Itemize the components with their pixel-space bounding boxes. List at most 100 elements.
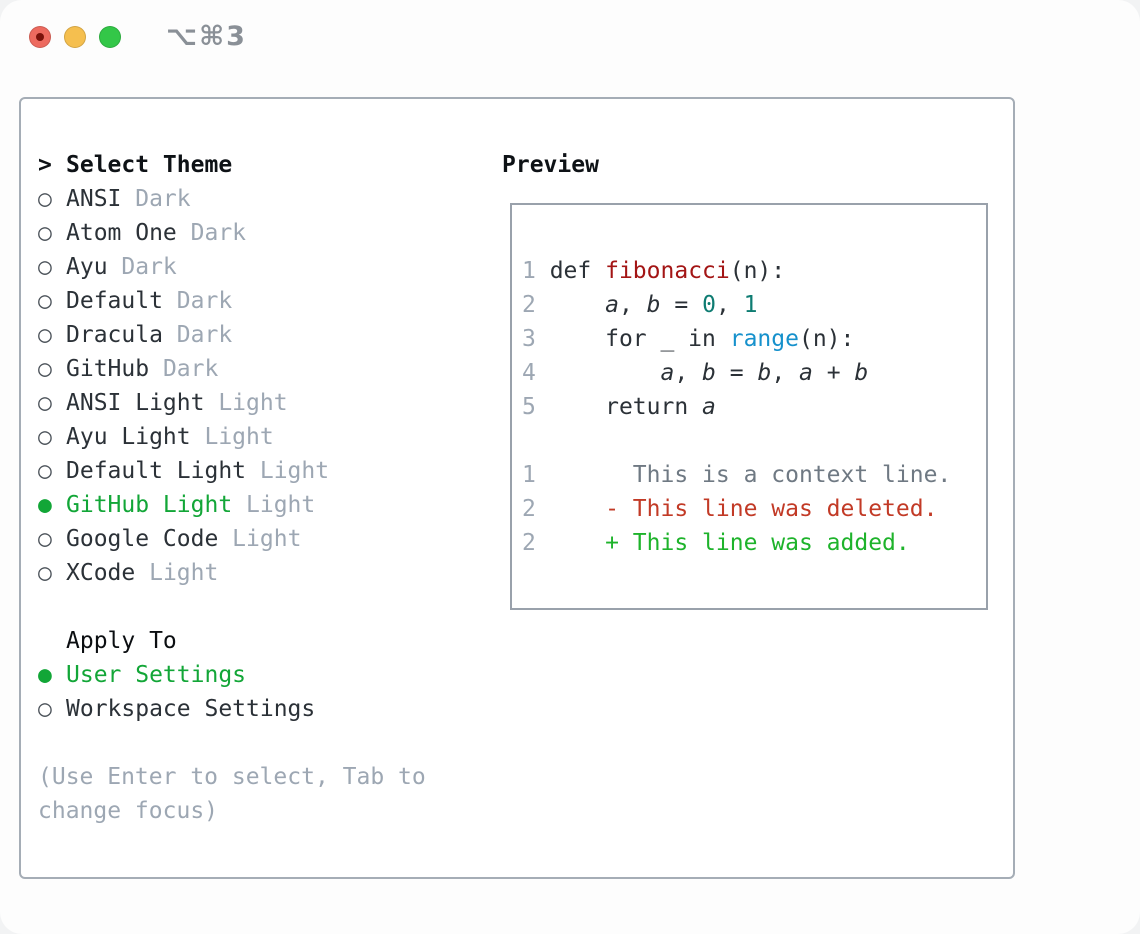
radio-icon: ○ (38, 526, 52, 552)
code-token-number: 0 (702, 292, 716, 318)
window-title: ⌥⌘3 (166, 21, 247, 52)
theme-menu: >Select Theme ○ANSI Dark○Atom One Dark○A… (38, 148, 488, 828)
code-token-variable: a (660, 360, 675, 386)
code-token-function: fibonacci (605, 258, 730, 284)
code-token-plain: (n): (729, 258, 786, 284)
theme-option-ayu[interactable]: ○ Ayu Dark (38, 250, 488, 284)
radio-icon: ○ (38, 458, 52, 484)
radio-selected-icon: ● (38, 492, 52, 518)
traffic-light-minimize-button[interactable] (64, 26, 86, 48)
code-token-number: 1 (743, 292, 758, 318)
code-line: 5 return a (522, 390, 986, 424)
code-token-added: + This line was added. (535, 530, 910, 556)
code-token-plain: , (771, 360, 800, 386)
theme-option-default[interactable]: ○Default Dark (38, 284, 488, 318)
radio-selected-icon: ● (38, 662, 52, 688)
code-token-variable: b (757, 360, 772, 386)
theme-name: Dracula (66, 322, 163, 348)
apply-option-workspace-settings[interactable]: ○Workspace Settings (38, 692, 488, 726)
theme-variant: Dark (107, 254, 177, 280)
theme-name: ANSI Light (66, 390, 205, 416)
preview-heading: Preview (502, 152, 599, 178)
theme-option-google-code[interactable]: ○ Google Code Light (38, 522, 488, 556)
code-token-variable: a (799, 360, 813, 386)
select-theme-heading: > Select Theme (38, 148, 488, 182)
apply-option-label: User Settings (66, 662, 247, 688)
theme-name: GitHub (66, 356, 150, 382)
code-token-plain: (n): (798, 326, 855, 352)
traffic-light-close-button[interactable] (29, 26, 51, 48)
line-number: 2 (522, 530, 536, 556)
line-number: 1 (522, 258, 536, 284)
apply-to-heading: Apply To (38, 624, 488, 658)
radio-icon: ○ (38, 254, 52, 280)
theme-option-atom-one[interactable]: ○Atom One Dark (38, 216, 488, 250)
select-theme-heading-label: Select Theme (66, 152, 233, 178)
theme-variant: Light (246, 458, 330, 484)
code-token-plain: for _ in (535, 326, 730, 352)
theme-option-xcode[interactable]: ○ XCode Light (38, 556, 488, 590)
theme-name: ANSI (66, 186, 122, 212)
radio-icon: ○ (38, 186, 52, 212)
code-token-plain: def (535, 258, 606, 284)
line-number: 1 (522, 462, 536, 488)
title-bar: ⌥⌘3 (0, 0, 1140, 74)
code-token-builtin: range (729, 326, 799, 352)
theme-variant: Light (135, 560, 219, 586)
line-number: 3 (522, 326, 536, 352)
traffic-light-zoom-button[interactable] (99, 26, 121, 48)
code-token-plain: return (535, 394, 703, 420)
theme-name: XCode (66, 560, 136, 586)
apply-option-label: Workspace Settings (66, 696, 316, 722)
radio-icon: ○ (38, 220, 52, 246)
code-line: 1 def fibonacci(n): (522, 254, 986, 288)
theme-option-github[interactable]: ○GitHub Dark (38, 352, 488, 386)
theme-option-ansi-light[interactable]: ○ ANSI Light Light (38, 386, 488, 420)
code-token-variable: b (646, 292, 661, 318)
radio-icon: ○ (38, 390, 52, 416)
theme-variant: Light (218, 526, 302, 552)
line-number: 5 (522, 394, 536, 420)
line-number: 2 (522, 496, 536, 522)
code-line (522, 424, 986, 458)
radio-icon: ○ (38, 560, 52, 586)
code-line: 2 + This line was added. (522, 526, 986, 560)
code-line: 2 a, b = 0, 1 (522, 288, 986, 322)
code-token-plain: , (715, 292, 744, 318)
theme-name: Google Code (66, 526, 219, 552)
radio-icon: ○ (38, 322, 52, 348)
code-token-plain (536, 360, 661, 386)
code-token-plain: , (674, 360, 703, 386)
theme-option-default-light[interactable]: ○ Default Light Light (38, 454, 488, 488)
code-token-plain: = (660, 292, 703, 318)
theme-name: Default Light (66, 458, 247, 484)
theme-variant: Dark (149, 356, 219, 382)
theme-option-ansi[interactable]: ○ANSI Dark (38, 182, 488, 216)
code-token-plain: = (715, 360, 758, 386)
code-token-plain: , (618, 292, 647, 318)
code-token-deleted: - This line was deleted. (535, 496, 938, 522)
theme-name: Ayu (66, 254, 108, 280)
line-number: 2 (522, 292, 536, 318)
theme-variant: Light (232, 492, 316, 518)
code-token-variable: b (854, 360, 869, 386)
apply-to-heading-label: Apply To (66, 628, 177, 654)
theme-option-list: ○ANSI Dark○Atom One Dark○Ayu Dark○Defaul… (38, 182, 488, 590)
code-line: 3 for _ in range(n): (522, 322, 986, 356)
theme-variant: Light (204, 390, 288, 416)
blank-line (38, 590, 488, 624)
theme-option-dracula[interactable]: ○Dracula Dark (38, 318, 488, 352)
theme-option-ayu-light[interactable]: ○Ayu Light Light (38, 420, 488, 454)
radio-icon: ○ (38, 288, 52, 314)
line-number: 4 (522, 360, 536, 386)
theme-name: Ayu Light (66, 424, 191, 450)
theme-variant: Dark (176, 220, 247, 246)
apply-to-option-list: ● User Settings ○Workspace Settings (38, 658, 488, 726)
theme-option-github-light[interactable]: ●GitHub Light Light (38, 488, 488, 522)
apply-option-user-settings[interactable]: ● User Settings (38, 658, 488, 692)
keyboard-hint: (Use Enter to select, Tab to change focu… (38, 764, 426, 824)
code-token-plain: + (812, 360, 855, 386)
selection-caret-icon: > (38, 152, 52, 178)
code-token-variable: b (702, 360, 716, 386)
